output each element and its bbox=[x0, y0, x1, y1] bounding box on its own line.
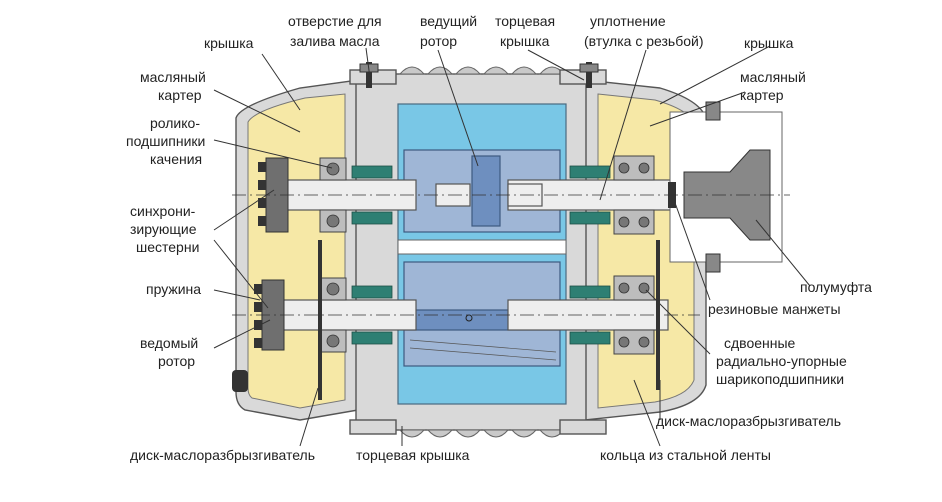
label-oil-sump-right-2: картер bbox=[740, 87, 784, 103]
label-oil-sump-right-1: масляный bbox=[740, 69, 806, 85]
label-seal-2: (втулка с резьбой) bbox=[584, 33, 704, 49]
seals-left bbox=[351, 165, 393, 345]
label-roller-bearings-2: подшипники bbox=[126, 133, 205, 149]
left-oil-sump bbox=[247, 93, 346, 409]
label-end-cover-bottom: торцевая крышка bbox=[356, 447, 470, 463]
bearings-left bbox=[319, 157, 347, 353]
label-sync-gears-1: синхрони- bbox=[130, 203, 196, 219]
label-cover-top-left: крышка bbox=[204, 35, 254, 51]
label-cover-top-right: крышка bbox=[744, 35, 794, 51]
rotor-gap bbox=[397, 239, 567, 255]
label-steel-rings: кольца из стальной ленты bbox=[600, 447, 771, 463]
label-oil-disc-bottom-left: диск-маслоразбрызгиватель bbox=[130, 447, 315, 463]
label-end-cover-top-1: торцевая bbox=[495, 13, 555, 29]
label-sync-gears-2: зирующие bbox=[130, 221, 197, 237]
label-roller-bearings-1: ролико- bbox=[150, 115, 200, 131]
label-drive-rotor-2: ротор bbox=[420, 33, 457, 49]
half-coupling bbox=[668, 101, 783, 273]
label-driven-rotor-2: ротор bbox=[158, 353, 195, 369]
label-double-bearings-2: радиально-упорные bbox=[716, 353, 847, 369]
sync-gears bbox=[254, 157, 289, 351]
label-oil-sump-left-2: картер bbox=[158, 87, 202, 103]
housing-fins-bottom bbox=[398, 429, 566, 438]
housing-fins-top bbox=[398, 66, 566, 75]
pump-chamber bbox=[397, 103, 567, 405]
seals-right bbox=[569, 165, 611, 345]
labels: крышка отверстие для залива масла ведущи… bbox=[126, 13, 872, 463]
label-double-bearings-1: сдвоенные bbox=[724, 335, 796, 351]
label-rubber-cuffs: резиновые манжеты bbox=[708, 301, 841, 317]
label-spring: пружина bbox=[146, 281, 201, 297]
label-driven-rotor-1: ведомый bbox=[140, 335, 198, 351]
label-double-bearings-3: шарикоподшипники bbox=[716, 371, 844, 387]
label-half-coupling: полумуфта bbox=[800, 279, 872, 295]
leader-lines bbox=[213, 45, 811, 447]
label-oil-disc-right: диск-маслоразбрызгиватель bbox=[656, 413, 841, 429]
oil-disc-left bbox=[318, 240, 322, 400]
bearings-right bbox=[613, 155, 655, 355]
label-oil-fill-hole-2: залива масла bbox=[290, 33, 380, 49]
label-sync-gears-3: шестерни bbox=[136, 239, 199, 255]
label-seal-1: уплотнение bbox=[590, 13, 666, 29]
label-oil-fill-hole-1: отверстие для bbox=[288, 13, 382, 29]
label-drive-rotor-1: ведущий bbox=[420, 13, 477, 29]
label-oil-sump-left-1: масляный bbox=[140, 69, 206, 85]
label-end-cover-top-2: крышка bbox=[500, 33, 550, 49]
label-roller-bearings-3: качения bbox=[150, 151, 202, 167]
